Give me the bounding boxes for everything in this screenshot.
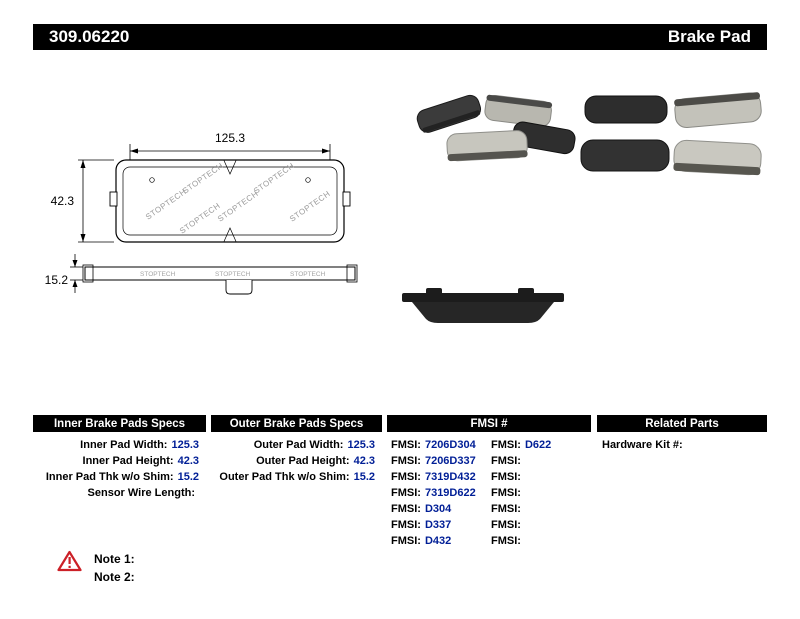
outer-specs-column: Outer Pad Width:125.3 Outer Pad Height:4… — [211, 437, 375, 485]
spec-value: 125.3 — [347, 439, 375, 451]
related-parts-header: Related Parts — [597, 415, 767, 432]
spec-row: Outer Pad Width:125.3 — [211, 437, 375, 453]
fmsi-header: FMSI # — [387, 415, 591, 432]
spec-row: Hardware Kit #: — [602, 437, 762, 453]
brake-pad-photo — [484, 94, 553, 127]
watermark-text: STOPTECH — [215, 271, 251, 278]
fmsi-row: FMSI:D337 FMSI: — [391, 517, 591, 533]
fmsi-value: D622 — [524, 439, 552, 451]
dimension-thickness: 15.2 — [45, 254, 83, 293]
spec-label: Inner Pad Thk w/o Shim: — [45, 471, 174, 483]
brake-pad-photo — [580, 139, 670, 172]
spec-value: 42.3 — [353, 455, 375, 467]
fmsi-row: FMSI:7206D337 FMSI: — [391, 453, 591, 469]
brake-pad-photo — [673, 139, 762, 176]
fmsi-label: FMSI: — [391, 487, 421, 499]
inner-specs-header: Inner Brake Pads Specs — [33, 415, 206, 432]
spec-label: Hardware Kit #: — [602, 439, 683, 451]
watermark-text: STOPTECH — [140, 271, 176, 278]
fmsi-label: FMSI: — [391, 471, 421, 483]
related-parts-column: Hardware Kit #: — [602, 437, 762, 453]
spec-row: Outer Pad Thk w/o Shim:15.2 — [211, 469, 375, 485]
dimension-width: 125.3 — [129, 131, 331, 166]
product-photos — [416, 92, 762, 176]
fmsi-value: 7319D622 — [424, 487, 476, 499]
fmsi-row: FMSI:7206D304 FMSI:D622 — [391, 437, 591, 453]
fmsi-label: FMSI: — [491, 519, 521, 531]
fmsi-row: FMSI:D432 FMSI: — [391, 533, 591, 549]
spec-value: 15.2 — [353, 471, 375, 483]
fmsi-value: D432 — [424, 535, 452, 547]
spec-row: Inner Pad Height:42.3 — [33, 453, 199, 469]
fmsi-label: FMSI: — [391, 535, 421, 547]
spec-label: Outer Pad Width: — [253, 439, 344, 451]
fmsi-column: FMSI:7206D304 FMSI:D622 FMSI:7206D337 FM… — [391, 437, 591, 549]
dimension-width-label: 125.3 — [215, 131, 245, 145]
dimension-thickness-label: 15.2 — [45, 273, 69, 287]
fmsi-label: FMSI: — [391, 519, 421, 531]
fmsi-label: FMSI: — [491, 503, 521, 515]
fmsi-value: D304 — [424, 503, 452, 515]
fmsi-label: FMSI: — [491, 455, 521, 467]
pad-side-photo — [402, 288, 564, 323]
note-1: Note 1: — [94, 552, 135, 566]
outer-specs-header: Outer Brake Pads Specs — [211, 415, 382, 432]
brake-pad-photo — [674, 92, 762, 129]
fmsi-value: 7319D432 — [424, 471, 476, 483]
fmsi-label: FMSI: — [391, 439, 421, 451]
inner-specs-column: Inner Pad Width:125.3 Inner Pad Height:4… — [33, 437, 199, 501]
brake-pad-photo — [446, 130, 528, 162]
product-title: Brake Pad — [667, 27, 751, 46]
fmsi-label: FMSI: — [491, 487, 521, 499]
fmsi-value: 7206D337 — [424, 455, 476, 467]
spec-label: Outer Pad Height: — [256, 455, 350, 467]
fmsi-label: FMSI: — [491, 535, 521, 547]
spec-value: 125.3 — [171, 439, 199, 451]
note-2: Note 2: — [94, 570, 135, 584]
fmsi-label: FMSI: — [391, 455, 421, 467]
pad-edge-view: STOPTECH STOPTECH STOPTECH — [82, 264, 358, 295]
spec-row: Inner Pad Width:125.3 — [33, 437, 199, 453]
fmsi-value: D337 — [424, 519, 452, 531]
warning-icon — [57, 550, 82, 572]
spec-value: 15.2 — [177, 471, 199, 483]
technical-drawing: 125.3 42.3 STOPTECH STOPTECH STOPTECH ST… — [45, 131, 358, 295]
fmsi-value: 7206D304 — [424, 439, 476, 451]
spec-value: 42.3 — [177, 455, 199, 467]
spec-row: Sensor Wire Length: — [33, 485, 199, 501]
brake-pad-photo — [416, 94, 482, 133]
fmsi-label: FMSI: — [491, 471, 521, 483]
pad-front-view: STOPTECH STOPTECH STOPTECH STOPTECH STOP… — [109, 159, 351, 243]
spec-label: Inner Pad Height: — [82, 455, 174, 467]
spec-row: Inner Pad Thk w/o Shim:15.2 — [33, 469, 199, 485]
spec-row: Outer Pad Height:42.3 — [211, 453, 375, 469]
part-number: 309.06220 — [49, 27, 130, 46]
dimension-height-label: 42.3 — [51, 194, 75, 208]
spec-label: Inner Pad Width: — [80, 439, 168, 451]
spec-label: Sensor Wire Length: — [87, 487, 195, 499]
fmsi-row: FMSI:7319D432 FMSI: — [391, 469, 591, 485]
fmsi-row: FMSI:D304 FMSI: — [391, 501, 591, 517]
header-bar: 309.06220 Brake Pad — [33, 24, 767, 50]
brake-pad-photo — [584, 95, 668, 124]
spec-label: Outer Pad Thk w/o Shim: — [219, 471, 350, 483]
fmsi-row: FMSI:7319D622 FMSI: — [391, 485, 591, 501]
dimension-height: 42.3 — [51, 159, 114, 243]
fmsi-label: FMSI: — [391, 503, 421, 515]
watermark-text: STOPTECH — [290, 271, 326, 278]
fmsi-label: FMSI: — [491, 439, 521, 451]
